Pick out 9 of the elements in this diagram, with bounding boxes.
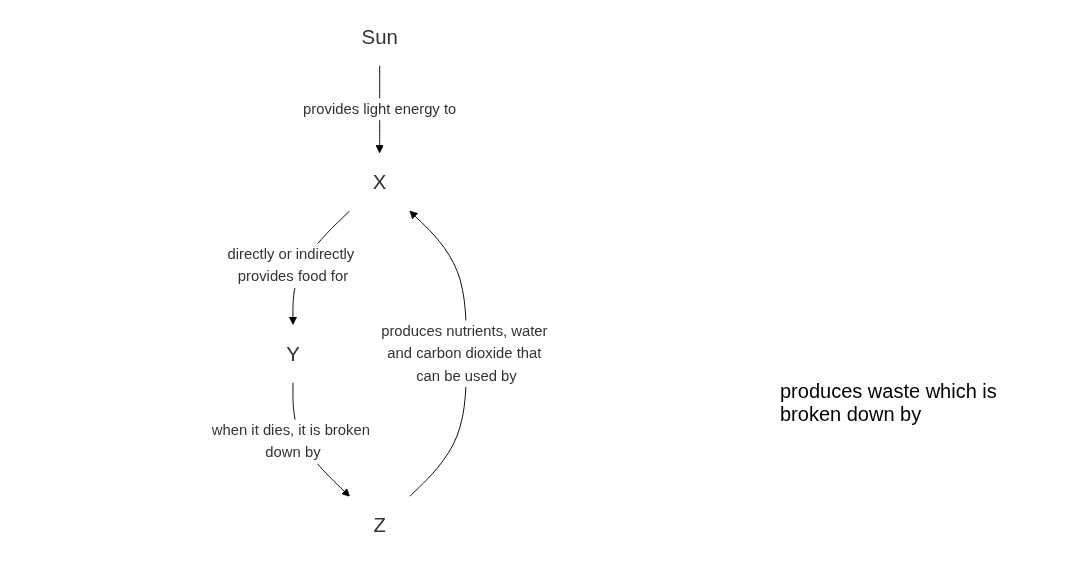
node-text: X (373, 170, 387, 194)
edge-label: when it dies, it is broken down by (212, 422, 371, 461)
note-text: produces waste which is broken down by (780, 380, 998, 426)
edge-label: directly or indirectly provides food for (227, 246, 355, 285)
edge-label: provides light energy to (303, 100, 457, 117)
node-text: Y (286, 342, 301, 366)
node-text: Sun (361, 25, 399, 49)
node-text: Z (373, 513, 387, 537)
edge-label: produces nutrients, water and carbon dioxide that can be used by (381, 323, 548, 384)
